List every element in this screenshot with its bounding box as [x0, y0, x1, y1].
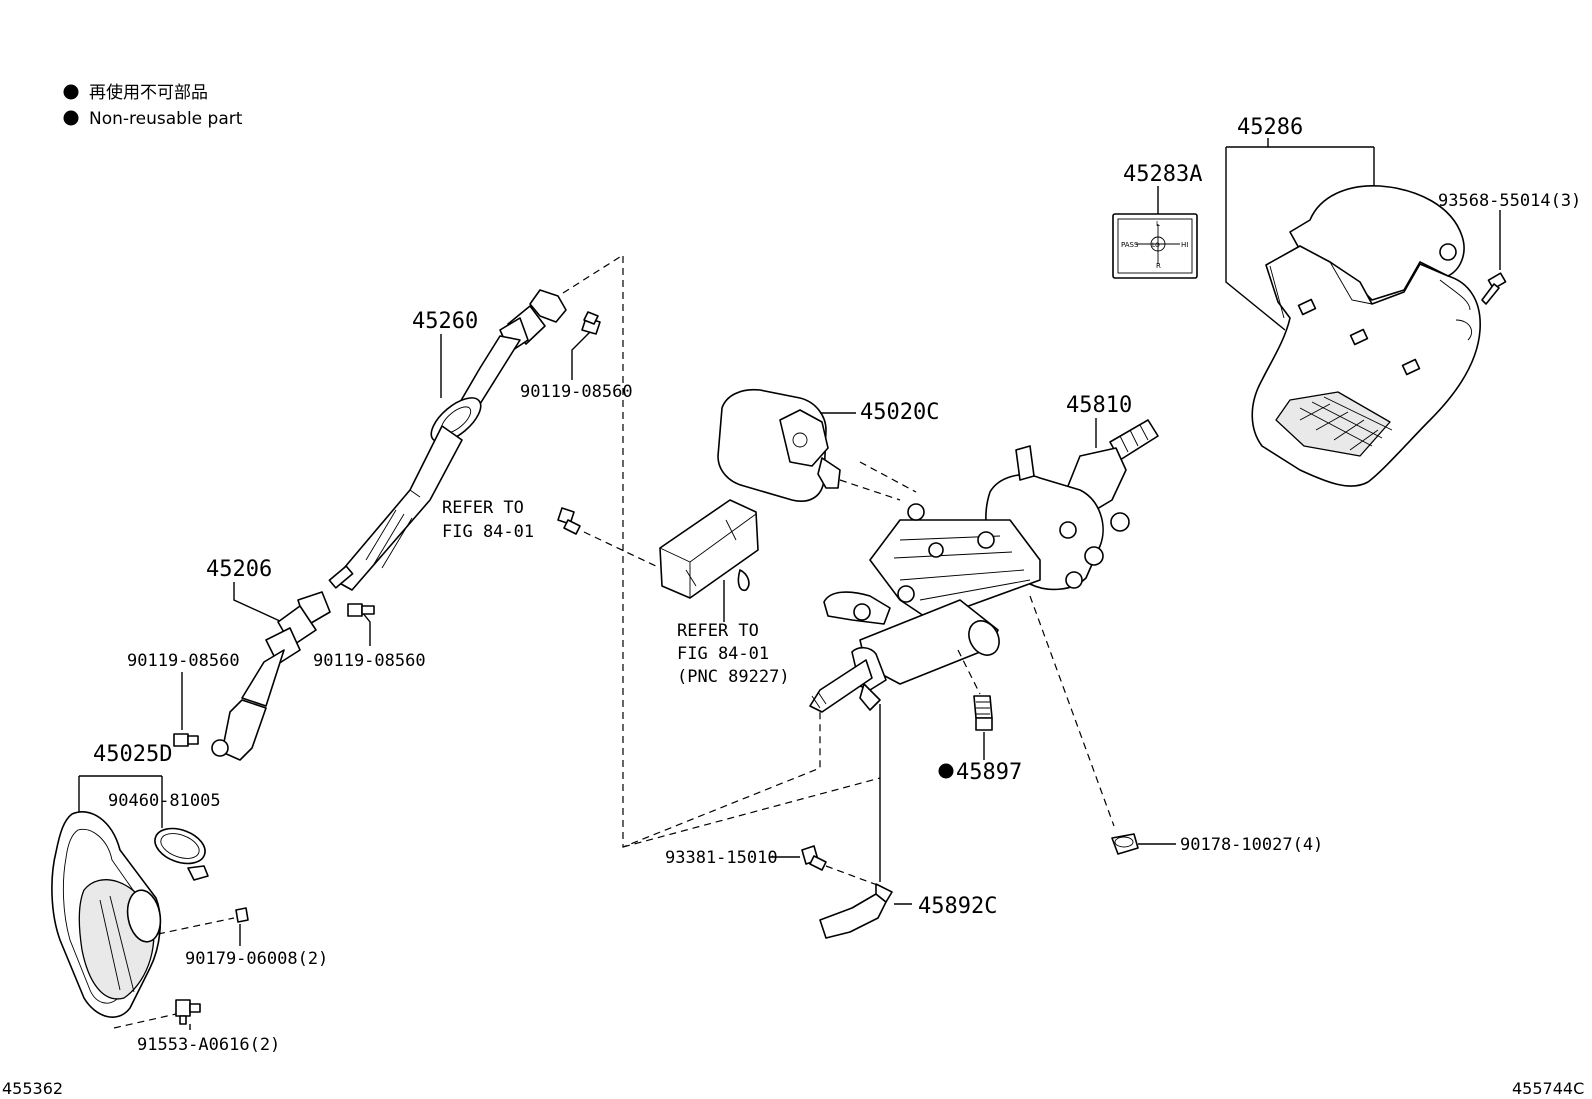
leader-45206 [233, 582, 283, 623]
bolt-90119-mid [347, 603, 375, 617]
legend-dot-2 [63, 110, 79, 126]
leader-45286 [1225, 138, 1375, 331]
label-refer1-line2: FIG 84-01 [442, 522, 534, 542]
legend: 再使用不可部品 Non-reusable part [63, 82, 243, 129]
switch-face-left: PASS [1121, 241, 1139, 249]
hole-cover-45025D [51, 811, 162, 1018]
legend-dot-1 [63, 84, 79, 100]
switch-face-right: HI [1181, 241, 1188, 249]
diagram-code-bottom-left: 455362 [2, 1079, 63, 1098]
switch-face-top: L [1156, 220, 1160, 228]
module-89227 [659, 499, 759, 599]
steering-lock-45020C [717, 388, 841, 502]
label-45897: 45897 [956, 760, 1022, 785]
nut-90178 [1111, 833, 1139, 855]
bolt-91553-dashed [113, 1013, 177, 1029]
bolt-91553 [175, 999, 201, 1025]
intermediate-shaft-45260: 45260 [328, 289, 567, 591]
switch-face-bottom: R [1156, 262, 1161, 270]
label-45260: 45260 [412, 309, 478, 334]
label-45020C: 45020C [860, 400, 939, 425]
label-45892C: 45892C [918, 894, 997, 919]
column-cover [1251, 185, 1481, 487]
label-45206: 45206 [206, 557, 272, 582]
label-refer2-line2: FIG 84-01 [677, 644, 769, 664]
bolt-93381 [801, 845, 827, 871]
label-45286: 45286 [1237, 115, 1303, 140]
clamp-90460 [154, 827, 209, 881]
legend-line-1: 再使用不可部品 [89, 82, 208, 103]
column-cover-group: 45286 45283A PASS HI L R LO [1112, 115, 1581, 487]
bolt-90119-top [581, 311, 601, 335]
screw-refer1 [557, 507, 581, 535]
diagram-code-bottom-right: 455744C [1512, 1079, 1584, 1098]
label-90460: 90460-81005 [108, 791, 221, 811]
bolt-93381-dashed [825, 865, 881, 887]
leader-90119-mid [361, 611, 371, 646]
non-reusable-dot-45897 [938, 763, 954, 779]
column-dashed-leader-2 [1029, 595, 1115, 827]
label-91553: 91553-A0616(2) [137, 1035, 280, 1055]
label-45810: 45810 [1066, 393, 1132, 418]
switch-face-plate: PASS HI L R LO [1112, 213, 1198, 279]
label-90179: 90179-06008(2) [185, 949, 328, 969]
label-refer2-line1: REFER TO [677, 621, 759, 641]
legend-line-2: Non-reusable part [89, 109, 243, 129]
label-93568: 93568-55014(3) [1438, 191, 1581, 211]
label-90178: 90178-10027(4) [1180, 835, 1323, 855]
leader-45025D [78, 775, 163, 828]
label-90119-mid: 90119-08560 [313, 651, 426, 671]
nut-90179 [235, 907, 249, 923]
lock-dashed-leader [839, 461, 917, 501]
nut-90179-dashed [157, 917, 235, 935]
label-45025D: 45025D [93, 742, 172, 767]
label-refer1-line1: REFER TO [442, 498, 524, 518]
label-refer2-line3: (PNC 89227) [677, 667, 790, 687]
label-45283A: 45283A [1123, 162, 1202, 187]
steering-column-45810 [809, 419, 1159, 713]
column-dashed-leader-1 [957, 649, 981, 695]
reference-dashed-outline [562, 253, 881, 848]
label-93381: 93381-15010 [665, 848, 778, 868]
label-90119-top: 90119-08560 [520, 382, 633, 402]
bolt-90119-left [173, 733, 199, 747]
label-90119-left: 90119-08560 [127, 651, 240, 671]
refer1-dashed-leader [583, 531, 661, 569]
sliding-yoke-45206: 45206 [206, 557, 331, 761]
bracket-45892C [819, 883, 893, 939]
leader-90119-top [571, 331, 591, 380]
switch-face-center: LO [1152, 242, 1160, 249]
screw-93568 [1481, 272, 1507, 305]
bolt-45897 [973, 695, 993, 731]
